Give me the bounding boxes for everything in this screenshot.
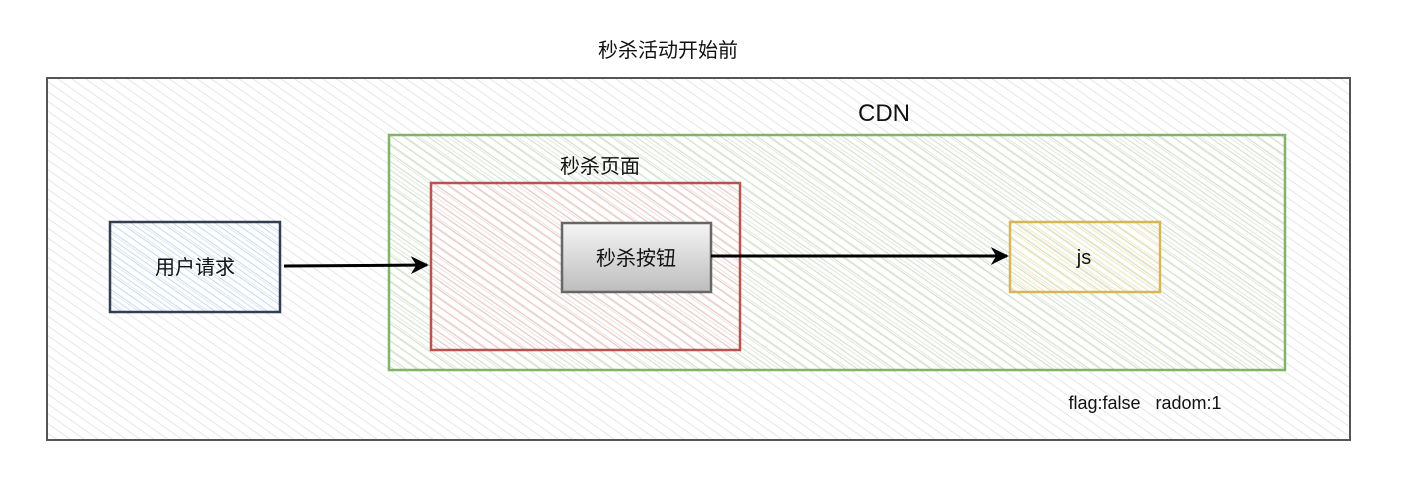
js-label: js	[1076, 247, 1091, 269]
arrow-user-to-page	[283, 256, 429, 275]
user-request-node: 用户请求	[108, 220, 282, 314]
status-text: flag:false radom:1	[1068, 393, 1221, 413]
diagram-title: 秒杀活动开始前	[598, 39, 738, 62]
js-node: js	[1008, 220, 1162, 294]
user-request-label: 用户请求	[155, 256, 235, 279]
cdn-label: CDN	[858, 100, 910, 127]
seckill-page-label: 秒杀页面	[560, 155, 640, 178]
seckill-button-node: 秒杀按钮	[560, 221, 713, 294]
seckill-button-label: 秒杀按钮	[596, 247, 676, 270]
